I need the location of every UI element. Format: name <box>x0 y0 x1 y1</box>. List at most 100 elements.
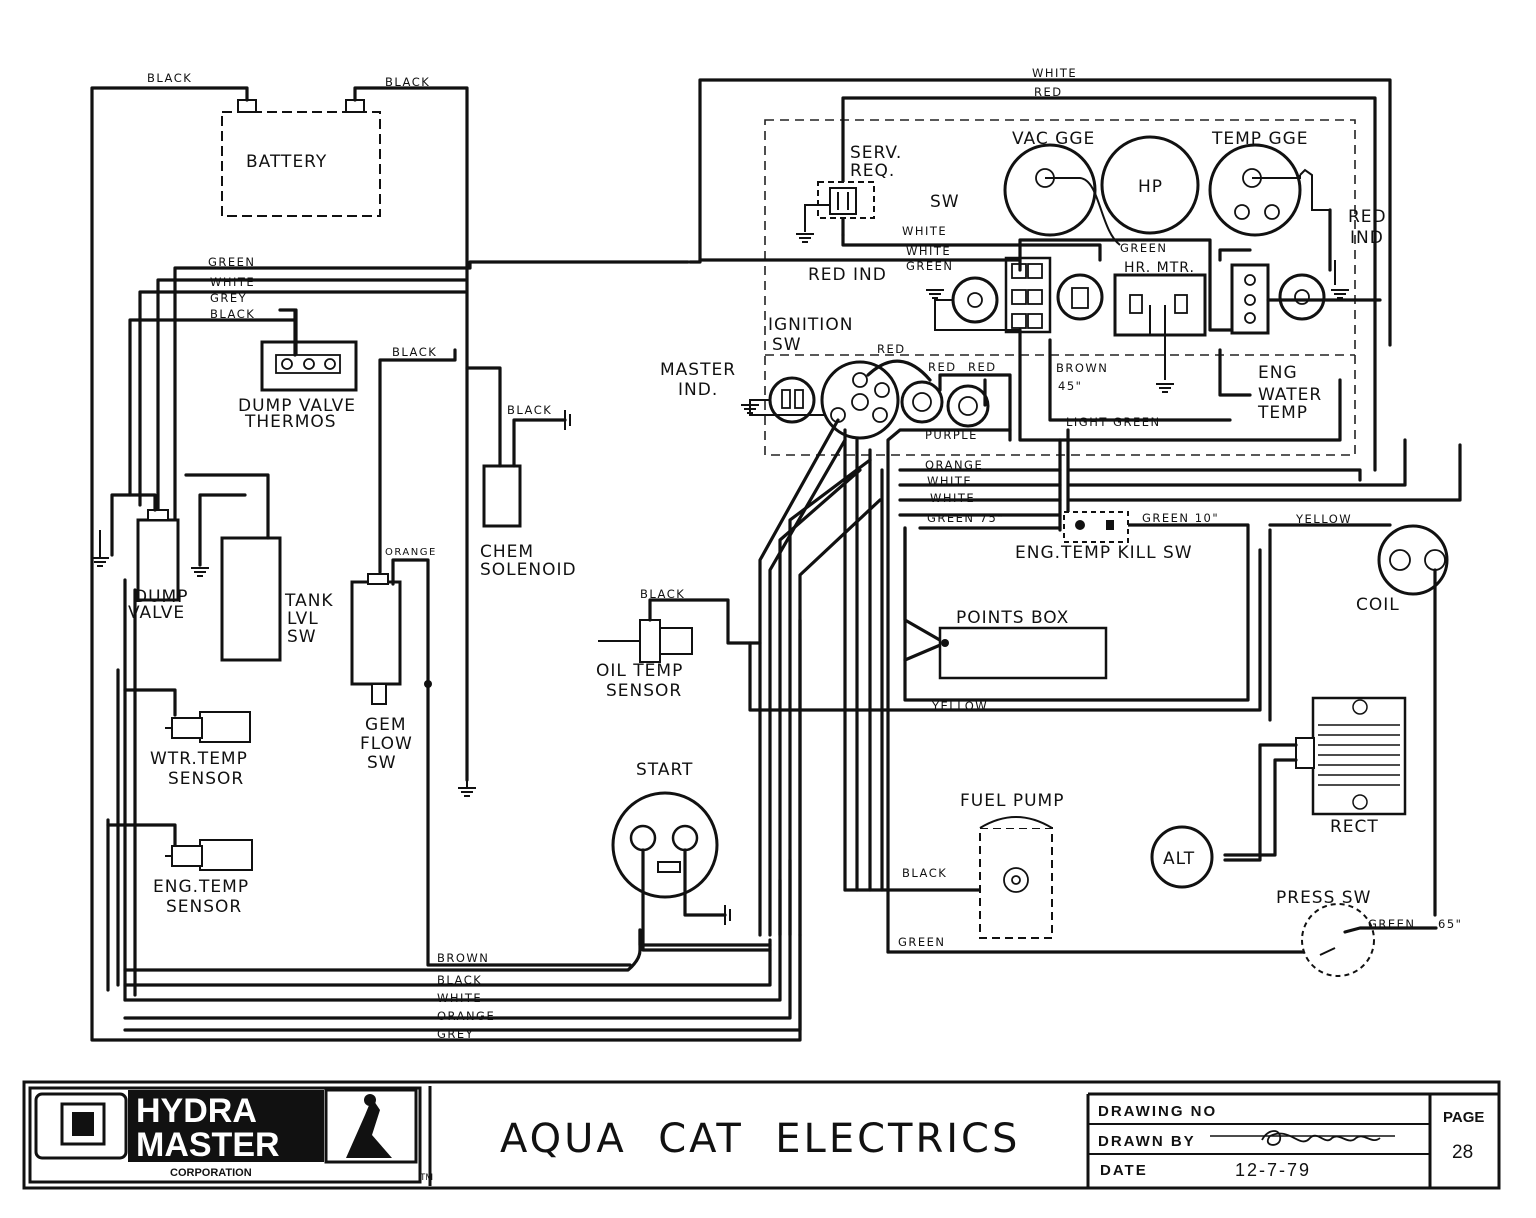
oil-label-1: OIL TEMP <box>596 661 683 681</box>
eng-label-1: ENG.TEMP <box>153 877 249 897</box>
wire-label: BLACK <box>147 71 192 85</box>
chem-label-2: SOLENOID <box>480 560 577 580</box>
tank-label-3: SW <box>287 627 317 647</box>
gem-label-1: GEM <box>365 715 407 735</box>
wire-label: WHITE <box>902 224 947 238</box>
wire-label: ORANGE <box>925 458 983 472</box>
battery-label: BATTERY <box>246 152 327 172</box>
wire-label: WHITE <box>1032 66 1077 80</box>
wire-label: BROWN <box>1056 361 1108 375</box>
wire-label: YELLOW <box>931 699 988 713</box>
bottom-harness <box>123 618 802 1032</box>
wire-label: BLACK <box>640 587 685 601</box>
logo-master: MASTER <box>136 1126 280 1164</box>
serv-label-2: REQ. <box>850 161 895 181</box>
title-block: HYDRA MASTER CORPORATION TM AQUA CAT ELE… <box>22 1080 1501 1190</box>
wire-label: RED <box>1034 85 1063 99</box>
ignition-label-1: IGNITION <box>768 315 853 335</box>
logo-corporation: CORPORATION <box>170 1167 252 1179</box>
eng-water-label-3: TEMP <box>1257 403 1308 423</box>
wire-label: 45" <box>1058 379 1082 393</box>
drawing-no-label: DRAWING NO <box>1098 1103 1217 1120</box>
sw-label: SW <box>930 192 960 212</box>
thermos-label-1: DUMP VALVE <box>238 396 356 416</box>
fuel-pump-label: FUEL PUMP <box>960 791 1064 811</box>
drawn-by-signature <box>1261 1130 1381 1146</box>
wire-label: BLACK <box>437 973 482 987</box>
start-label: START <box>636 760 693 780</box>
wire-label: 65" <box>1438 917 1462 931</box>
wire-label: GREEN 10" <box>1142 511 1219 525</box>
date-value: 12-7-79 <box>1235 1160 1311 1180</box>
wire-label: GREEN <box>208 255 256 269</box>
chem-label-1: CHEM <box>480 542 534 562</box>
wire-label: GREEN <box>1368 917 1416 931</box>
wire-label: WHITE <box>437 991 482 1005</box>
dump-valve-label-2: VALVE <box>128 603 185 623</box>
coil-label: COIL <box>1356 595 1400 615</box>
component-labels: BATTERY DUMP VALVE THERMOS DUMP VALVE TA… <box>128 129 1400 917</box>
page-label: PAGE <box>1443 1109 1484 1126</box>
wire-label: WHITE <box>930 491 975 505</box>
red-ind-right-label-1: RED <box>1348 207 1387 227</box>
center-harness <box>748 418 1462 962</box>
wire-label: BLACK <box>385 75 430 89</box>
date-label: DATE <box>1100 1162 1148 1179</box>
battery-circuit <box>90 86 802 1042</box>
temp-gge-label: TEMP GGE <box>1211 129 1309 149</box>
rect-label: RECT <box>1330 817 1379 837</box>
left-circuit <box>90 260 762 1002</box>
wire-label: GREY <box>210 291 247 305</box>
wire-label: RED <box>877 342 906 356</box>
ignition-label-2: SW <box>772 335 802 355</box>
gem-label-2: FLOW <box>360 734 413 754</box>
logo-tm: TM <box>420 1172 433 1182</box>
gem-label-3: SW <box>367 753 397 773</box>
wire-label: GREEN 75" <box>927 511 1004 525</box>
wire-label: BLACK <box>210 307 255 321</box>
vac-gge-label: VAC GGE <box>1012 129 1095 149</box>
master-label-1: MASTER <box>660 360 736 380</box>
oil-label-2: SENSOR <box>606 681 682 701</box>
wire-label: PURPLE <box>925 428 978 442</box>
right-circuit <box>979 524 1449 977</box>
red-ind-right-label-2: IND <box>1350 228 1384 248</box>
wire-label: GREY <box>437 1027 474 1041</box>
page-value: 28 <box>1452 1142 1473 1163</box>
wire-label: LIGHT GREEN <box>1066 415 1161 429</box>
press-sw-label: PRESS SW <box>1276 888 1371 908</box>
wire-label: RED <box>968 360 997 374</box>
logo-hydra: HYDRA <box>136 1092 257 1130</box>
alt-label: ALT <box>1163 849 1195 869</box>
wire-label: BROWN <box>437 951 489 965</box>
wire-label: WHITE <box>906 244 951 258</box>
wire-label: YELLOW <box>1295 512 1352 526</box>
wire-label: BLACK <box>902 866 947 880</box>
wire-label: GREEN <box>1120 241 1168 255</box>
dump-valve-label-1: DUMP <box>134 587 188 607</box>
hydramaster-logo: HYDRA MASTER CORPORATION TM <box>28 1086 433 1184</box>
thermos-label-2: THERMOS <box>244 412 337 432</box>
hp-label: HP <box>1138 177 1163 197</box>
wire-labels: BLACK BLACK GREEN WHITE GREY BLACK BLACK… <box>147 66 1462 1041</box>
wire-label: BLACK <box>507 403 552 417</box>
eng-water-label-2: WATER <box>1258 385 1322 405</box>
wtr-label-2: SENSOR <box>168 769 244 789</box>
wire-label: WHITE <box>927 474 972 488</box>
wtr-label-1: WTR.TEMP <box>150 749 248 769</box>
wire-label: ORANGE <box>385 547 437 558</box>
wire-label: GREEN <box>906 259 954 273</box>
tank-label-1: TANK <box>284 591 334 611</box>
eng-label-2: SENSOR <box>166 897 242 917</box>
kill-sw-label: ENG.TEMP KILL SW <box>1015 543 1193 563</box>
points-box-label: POINTS BOX <box>956 608 1069 628</box>
hr-mtr-label: HR. MTR. <box>1124 260 1195 276</box>
wire-label: RED <box>928 360 957 374</box>
red-ind-left-label: RED IND <box>808 265 887 285</box>
wire-label: ORANGE <box>437 1009 495 1023</box>
wire-label: WHITE <box>210 275 255 289</box>
drawn-by-label: DRAWN BY <box>1098 1133 1196 1150</box>
drawing-title: AQUA CAT ELECTRICS <box>500 1116 1020 1162</box>
wire-label: BLACK <box>392 345 437 359</box>
